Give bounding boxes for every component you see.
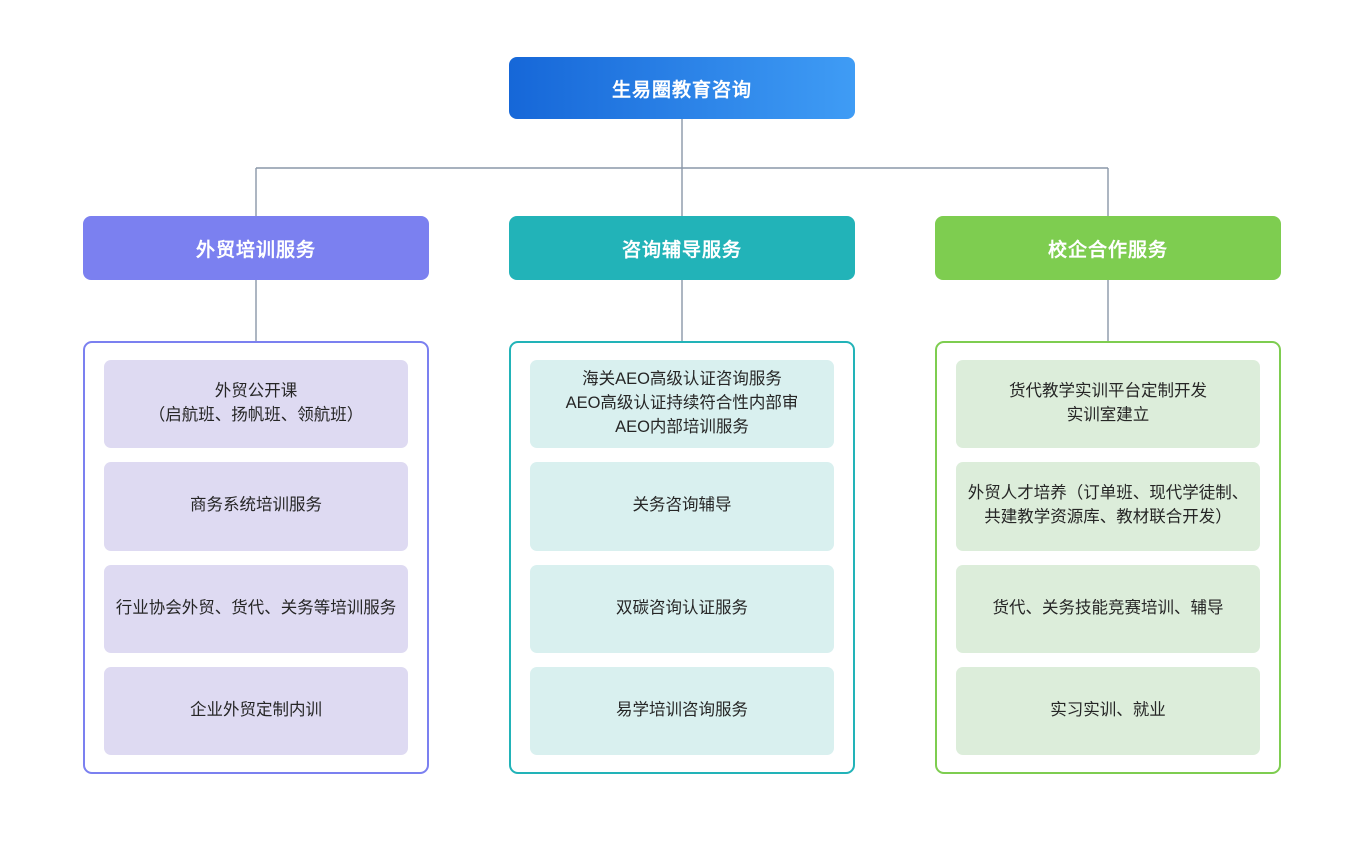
branch-body-1: 外贸公开课 （启航班、扬帆班、领航班） 商务系统培训服务 行业协会外贸、货代、关…	[83, 341, 429, 774]
branch-column-3: 校企合作服务 货代教学实训平台定制开发 实训室建立 外贸人才培养（订单班、现代学…	[935, 0, 1281, 844]
root-node[interactable]: 生易圈教育咨询	[509, 57, 855, 119]
branch-header-2[interactable]: 咨询辅导服务	[509, 216, 855, 280]
root-node-label: 生易圈教育咨询	[611, 79, 752, 101]
leaf-item[interactable]: 企业外贸定制内训	[104, 666, 408, 755]
leaf-item[interactable]: 易学培训咨询服务	[530, 666, 834, 755]
leaf-item[interactable]: 货代、关务技能竞赛培训、辅导	[956, 564, 1260, 653]
leaf-item[interactable]: 外贸公开课 （启航班、扬帆班、领航班）	[104, 360, 408, 449]
leaf-item[interactable]: 关务咨询辅导	[530, 462, 834, 551]
branch-body-3: 货代教学实训平台定制开发 实训室建立 外贸人才培养（订单班、现代学徒制、共建教学…	[935, 341, 1281, 774]
branch-column-2: 咨询辅导服务 海关AEO高级认证咨询服务 AEO高级认证持续符合性内部审 AEO…	[509, 0, 855, 844]
leaf-item[interactable]: 实习实训、就业	[956, 666, 1260, 755]
leaf-item[interactable]: 海关AEO高级认证咨询服务 AEO高级认证持续符合性内部审 AEO内部培训服务	[530, 360, 834, 449]
leaf-item[interactable]: 外贸人才培养（订单班、现代学徒制、共建教学资源库、教材联合开发）	[956, 462, 1260, 551]
leaf-item[interactable]: 商务系统培训服务	[104, 462, 408, 551]
branch-header-label-2: 咨询辅导服务	[621, 239, 742, 261]
branch-body-2: 海关AEO高级认证咨询服务 AEO高级认证持续符合性内部审 AEO内部培训服务 …	[509, 341, 855, 774]
branch-header-label-1: 外贸培训服务	[195, 239, 316, 261]
branch-header-3[interactable]: 校企合作服务	[935, 216, 1281, 280]
branch-header-label-3: 校企合作服务	[1047, 239, 1168, 261]
branch-header-1[interactable]: 外贸培训服务	[83, 216, 429, 280]
branch-column-1: 外贸培训服务 外贸公开课 （启航班、扬帆班、领航班） 商务系统培训服务 行业协会…	[83, 0, 429, 844]
leaf-item[interactable]: 行业协会外贸、货代、关务等培训服务	[104, 564, 408, 653]
leaf-item[interactable]: 双碳咨询认证服务	[530, 564, 834, 653]
leaf-item[interactable]: 货代教学实训平台定制开发 实训室建立	[956, 360, 1260, 449]
